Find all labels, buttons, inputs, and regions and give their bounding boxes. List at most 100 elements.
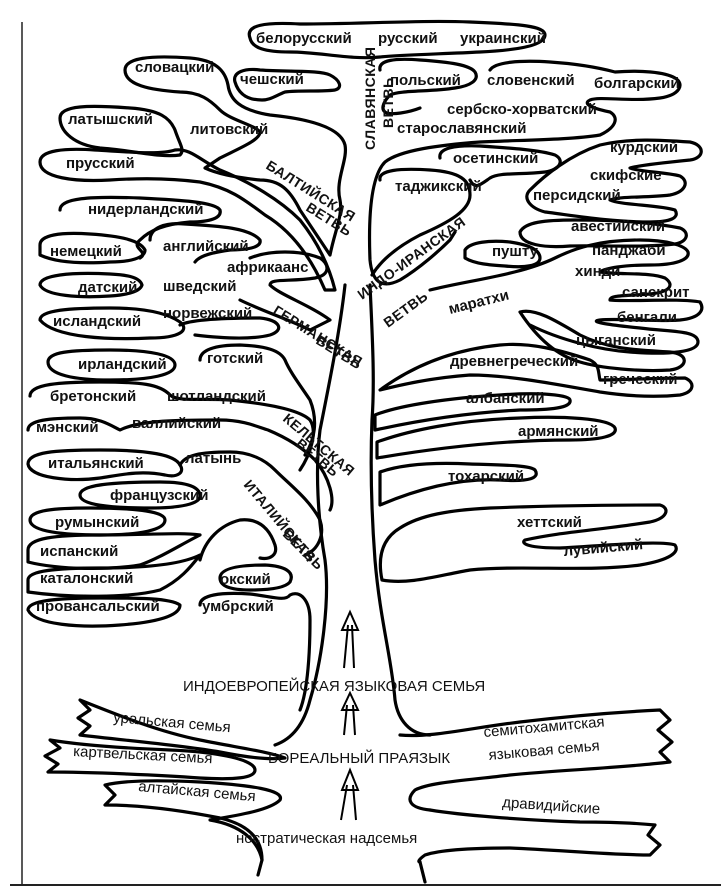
trunk-right-outline bbox=[368, 283, 432, 737]
romanian-blob bbox=[28, 506, 167, 537]
indo-european-family-label: ИНДОЕВРОПЕЙСКАЯ ЯЗЫКОВАЯ СЕМЬЯ bbox=[183, 677, 485, 695]
lang-catalan: каталонский bbox=[40, 570, 133, 587]
lang-old-church-slavonic: старославянский bbox=[397, 120, 527, 137]
root-right-stem bbox=[418, 860, 427, 884]
tocharian-blob bbox=[378, 461, 538, 507]
czech-blob bbox=[233, 67, 342, 102]
dutch-blob bbox=[58, 195, 222, 260]
manx-blob bbox=[26, 416, 334, 512]
italic-top-blob bbox=[198, 518, 278, 562]
lang-armenian: армянский bbox=[518, 423, 599, 440]
lang-luwian: лувийский bbox=[563, 536, 644, 560]
indic-blob bbox=[428, 238, 704, 355]
irish-blob bbox=[46, 348, 177, 382]
polish-blob bbox=[378, 57, 478, 116]
lang-provencal: провансальский bbox=[36, 598, 160, 615]
semito-hamitic-band bbox=[398, 708, 674, 812]
trunk-left-outline bbox=[273, 283, 347, 747]
lang-polish: польский bbox=[390, 72, 461, 89]
german-blob bbox=[38, 231, 147, 265]
lang-bulgarian: болгарский bbox=[594, 75, 680, 92]
lang-french: французский bbox=[110, 487, 208, 504]
lang-kurdish: курдский bbox=[610, 139, 678, 156]
armenian-blob bbox=[375, 415, 617, 460]
danish-blob bbox=[38, 271, 144, 299]
branch-label-slavic-2: ВЕТВЬ bbox=[380, 77, 396, 128]
lang-italian: итальянский bbox=[48, 455, 144, 472]
romani-blob bbox=[518, 309, 686, 373]
root-left-stem bbox=[256, 858, 264, 877]
lang-hittite: хеттский bbox=[517, 514, 582, 531]
lang-scythian: скифские bbox=[590, 167, 662, 184]
lang-pashto: пушту bbox=[492, 243, 539, 260]
umbrian-blob bbox=[198, 591, 312, 712]
lang-latin: латынь bbox=[185, 450, 241, 467]
lang-sanskrit: маратхи bbox=[447, 286, 511, 317]
arrow-lower bbox=[340, 767, 360, 821]
branch-label-slavic-1: СЛАВЯНСКАЯ bbox=[362, 47, 378, 150]
lang-slovene: словенский bbox=[487, 72, 575, 89]
gothic-blob bbox=[198, 343, 317, 457]
latin-blob bbox=[178, 450, 324, 557]
lang-manx: мэнский bbox=[36, 419, 99, 436]
lang-latvian: латышский bbox=[68, 111, 153, 128]
lang-icelandic: исландский bbox=[53, 313, 141, 330]
lang-greek: греческий bbox=[603, 371, 678, 388]
lang-oscan: окский bbox=[220, 571, 271, 588]
lang-english: английский bbox=[163, 238, 249, 255]
lang-german: немецкий bbox=[50, 243, 122, 260]
lang-dutch: нидерландский bbox=[88, 201, 203, 218]
lang-ancient-greek: древнегреческий bbox=[450, 353, 578, 370]
lang-romani: цыганский bbox=[576, 332, 656, 349]
south-slavic-blob bbox=[367, 59, 682, 286]
italian-blob bbox=[26, 448, 184, 482]
kartvelian-band bbox=[43, 738, 257, 781]
slovak-blob bbox=[123, 55, 348, 257]
lang-ossetian: осетинский bbox=[453, 150, 538, 167]
lang-irish: ирландский bbox=[78, 356, 167, 373]
lang-czech: чешский bbox=[240, 71, 304, 88]
lang-gothic: готский bbox=[207, 350, 263, 367]
root-labels: ИНДОЕВРОПЕЙСКАЯ ЯЗЫКОВАЯ СЕМЬЯ БОРЕАЛЬНЫ… bbox=[73, 677, 605, 847]
lang-norwegian: норвежский bbox=[163, 305, 252, 322]
lang-hindi: хинди bbox=[575, 263, 620, 280]
lang-russian: русский bbox=[378, 30, 438, 47]
lang-belarusian: белорусский bbox=[256, 30, 352, 47]
family-altaic: алтайская семья bbox=[138, 778, 257, 805]
uralic-band bbox=[76, 698, 287, 761]
dravidian-band bbox=[417, 808, 662, 864]
lang-spanish: испанский bbox=[40, 543, 118, 560]
germanic-main-blob bbox=[238, 250, 332, 332]
oscan-blob bbox=[218, 563, 293, 592]
slavic-top-blob bbox=[247, 19, 547, 60]
latvian-blob bbox=[58, 104, 184, 158]
tajik-blob bbox=[370, 167, 472, 277]
lang-breton: бретонский bbox=[50, 388, 136, 405]
family-semito-hamitic-2: языковая семья bbox=[488, 737, 600, 764]
lang-romanian: румынский bbox=[55, 514, 139, 531]
hittite-blob bbox=[378, 503, 678, 583]
lang-scottish: шотландский bbox=[167, 388, 266, 405]
albanian-blob bbox=[373, 392, 572, 432]
altaic-band bbox=[103, 779, 282, 862]
lang-punjabi: панджаби bbox=[592, 242, 666, 259]
lang-swedish: шведский bbox=[163, 278, 236, 295]
norwegian-blob bbox=[178, 316, 281, 340]
greek-blob bbox=[378, 342, 694, 398]
celtic-main-blob bbox=[28, 380, 315, 472]
family-dravidian: дравидийские bbox=[502, 794, 601, 818]
arrow-upper bbox=[340, 609, 360, 669]
avestan-blob bbox=[518, 218, 688, 249]
lang-welsh: валлийский bbox=[132, 415, 221, 432]
lang-serbo-croatian: сербско-хорватский bbox=[447, 101, 597, 118]
lang-afrikaans: африкаанс bbox=[227, 259, 308, 276]
branch-label-indo-iranian-2: ВЕТВЬ bbox=[380, 288, 430, 331]
lang-persian: персидский bbox=[533, 187, 621, 204]
family-semito-hamitic-1: семитохамитская bbox=[483, 713, 605, 741]
arrow-middle bbox=[340, 690, 360, 736]
lang-marathi: санскрит bbox=[622, 284, 690, 301]
lang-bengali: бенгали bbox=[617, 309, 677, 326]
nostratic-superfamily-label: ностратическая надсемья bbox=[236, 830, 417, 847]
